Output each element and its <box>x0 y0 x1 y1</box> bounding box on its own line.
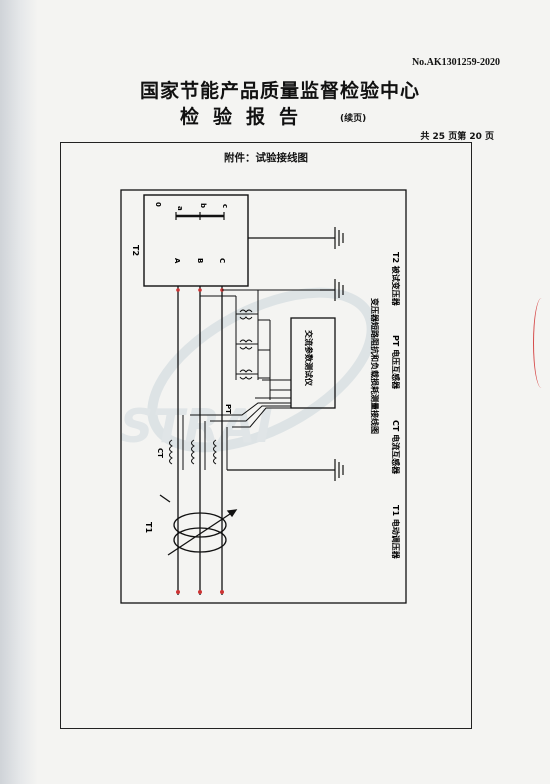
report-title: 检验报告 <box>180 106 313 128</box>
t2-transformer-box <box>143 194 249 287</box>
legend-t1: T1 电动调压器 <box>391 505 401 560</box>
secondary-terminals: 0 a b c <box>154 202 229 211</box>
watermark-text: STRAI <box>120 399 273 453</box>
page-count: 共 25 页第 20 页 <box>420 132 494 142</box>
attachment-title: 附件：试验接线图 <box>224 152 308 164</box>
legend-pt: PT 电压互感器 <box>391 335 401 390</box>
diagram-border <box>120 189 407 604</box>
instrument-leads <box>190 379 291 428</box>
diagram-caption: 变压器短路阻抗和负载损耗测量接线图 <box>370 298 380 434</box>
ac-parameter-tester <box>290 317 336 409</box>
pt-label: PT <box>224 404 232 414</box>
watermark-logo: STRAI <box>120 287 377 453</box>
ground-symbol-top <box>248 227 344 249</box>
scan-page-shadow <box>0 0 38 784</box>
primary-terminals: A B C <box>173 258 226 264</box>
attachment-frame: 附件：试验接线图 <box>60 142 472 729</box>
phase-nodes <box>176 288 224 594</box>
t2-label: T2 <box>131 245 140 256</box>
legend-t2: T2 被试变压器 <box>391 252 401 307</box>
terminal-b: b <box>199 203 207 208</box>
legend-ct: CT 电流互感器 <box>391 420 401 475</box>
terminal-a: a <box>176 206 184 211</box>
t1-voltage-regulator <box>159 494 238 556</box>
ct-label: CT <box>156 448 164 458</box>
report-continued-label: (续页) <box>340 114 367 124</box>
pt-voltage-transformers <box>236 309 271 400</box>
terminal-C: C <box>218 258 226 263</box>
ground-symbol-pt <box>320 279 344 301</box>
t1-label: T1 <box>144 522 153 533</box>
phase-conductors <box>177 286 223 595</box>
terminal-c: c <box>221 204 229 208</box>
red-edge-mark <box>533 298 550 388</box>
terminal-B: B <box>196 258 204 263</box>
terminal-A: A <box>173 258 181 264</box>
ct-current-transformers <box>169 415 228 470</box>
pt-wiring <box>200 289 320 380</box>
terminal-0: 0 <box>154 202 162 207</box>
ground-symbol-ct <box>227 459 344 481</box>
instrument-label: 交流参数测试仪 <box>304 330 314 387</box>
report-number: No.AK1301259-2020 <box>411 57 500 68</box>
organization-title: 国家节能产品质量监督检验中心 <box>139 80 420 102</box>
